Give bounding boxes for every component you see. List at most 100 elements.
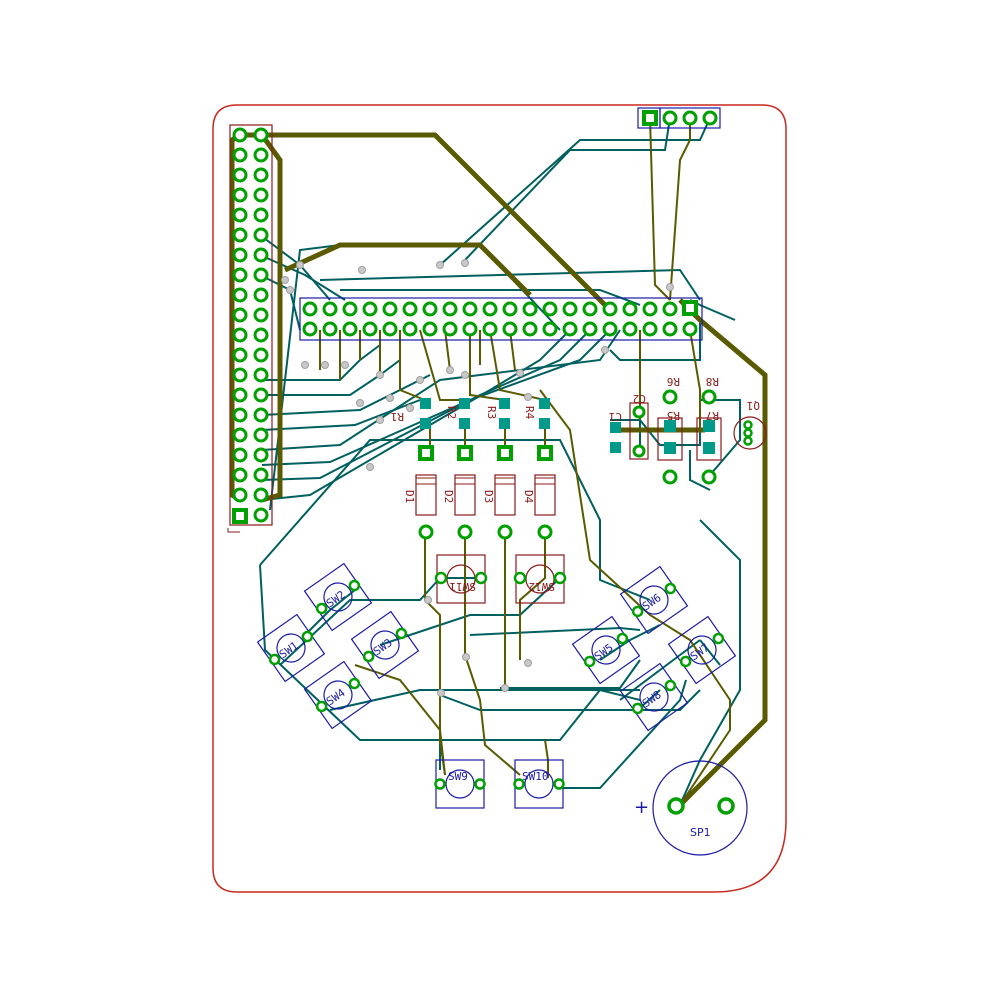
header-pin <box>232 327 248 343</box>
resistor-r3: R3 <box>485 398 510 429</box>
header-pin <box>253 307 269 323</box>
header-pin <box>232 167 248 183</box>
label-sw12: SW12 <box>529 580 556 593</box>
header-pin <box>253 247 269 263</box>
label-d3: D3 <box>482 490 495 503</box>
header-j3 <box>637 107 721 129</box>
label-sw11: SW11 <box>450 580 477 593</box>
switch-sw9: SW9 <box>434 759 486 809</box>
header-pin <box>322 321 338 337</box>
header-pin <box>232 387 248 403</box>
header-pin <box>642 301 658 317</box>
header-pin <box>662 321 678 337</box>
header-pin <box>402 321 418 337</box>
header-pin <box>232 467 248 483</box>
header-pin <box>482 321 498 337</box>
label-sw10: SW10 <box>522 770 549 783</box>
label-r7: R7 <box>706 409 719 422</box>
resistor-r5: R5 <box>657 409 683 461</box>
label-c2: C2 <box>633 392 646 405</box>
header-j2 <box>299 297 703 341</box>
header-pin <box>302 321 318 337</box>
header-pin <box>482 301 498 317</box>
switch-sw12: SW12 <box>513 554 567 604</box>
label-d2: D2 <box>442 490 455 503</box>
capacitor-c1: C1 <box>609 410 622 453</box>
header-pin <box>642 321 658 337</box>
header-pin <box>342 321 358 337</box>
header-pin <box>662 301 678 317</box>
header-pin <box>382 321 398 337</box>
header-pin <box>502 321 518 337</box>
label-r6: R6 <box>667 375 680 388</box>
label-sp1: SP1 <box>690 826 711 839</box>
label-r5: R5 <box>667 409 680 422</box>
resistor-r7: R7 <box>696 409 722 461</box>
board-edge-outline <box>212 104 787 893</box>
resistor-r4: R4 <box>523 398 550 429</box>
capacitor-c2: C2 <box>629 392 649 460</box>
header-pin <box>253 347 269 363</box>
resistor-r1: R1 <box>391 398 431 429</box>
header-pin <box>462 321 478 337</box>
header-pin <box>562 321 578 337</box>
header-pin <box>562 301 578 317</box>
header-pin <box>253 447 269 463</box>
header-pin <box>502 301 518 317</box>
header-pin <box>232 247 248 263</box>
header-pin <box>232 147 248 163</box>
header-pin <box>442 321 458 337</box>
vias <box>281 259 674 697</box>
diode-d4: D4 <box>522 445 556 540</box>
header-j1 <box>227 124 273 533</box>
header-pin <box>522 301 538 317</box>
header-pin <box>542 301 558 317</box>
header-pin <box>232 447 248 463</box>
header-pin <box>253 327 269 343</box>
resistor-r6: R6 <box>662 375 680 485</box>
header-pin <box>422 301 438 317</box>
label-q1: Q1 <box>747 399 760 412</box>
header-pin <box>462 301 478 317</box>
header-pin <box>522 321 538 337</box>
diode-d2: D2 <box>442 445 476 540</box>
switch-sw7: SW7 <box>667 615 737 685</box>
header-pin <box>253 487 269 503</box>
header-pin <box>232 267 248 283</box>
diode-d1: D1 <box>403 445 437 540</box>
label-sw9: SW9 <box>448 770 468 783</box>
header-pin <box>232 407 248 423</box>
label-r2: R2 <box>445 406 458 419</box>
speaker-sp1: SP1 + <box>634 760 748 856</box>
label-r1: R1 <box>391 410 404 423</box>
header-pin <box>232 487 248 503</box>
switch-sw11: SW11 <box>434 554 488 604</box>
switch-sw6: SW6 <box>619 565 689 635</box>
header-pin <box>253 267 269 283</box>
header-pin <box>682 321 698 337</box>
resistor-r2: R2 <box>445 398 470 429</box>
label-c1: C1 <box>609 410 622 423</box>
header-pin <box>253 147 269 163</box>
label-r8: R8 <box>706 375 719 388</box>
header-pin <box>582 321 598 337</box>
header-pin <box>302 301 318 317</box>
header-pin <box>232 427 248 443</box>
header-pin <box>253 387 269 403</box>
transistor-q1: Q1 <box>733 399 767 450</box>
header-pin <box>422 321 438 337</box>
label-r4: R4 <box>523 406 536 420</box>
header-pin <box>232 287 248 303</box>
header-pin <box>362 321 378 337</box>
switch-sw10: SW10 <box>513 759 565 809</box>
header-pin <box>342 301 358 317</box>
header-pin <box>253 467 269 483</box>
header-pin <box>253 127 269 143</box>
header-pin <box>232 187 248 203</box>
header-pin <box>362 301 378 317</box>
header-pin <box>253 227 269 243</box>
header-pin <box>232 347 248 363</box>
header-pin <box>253 367 269 383</box>
header-pin <box>253 187 269 203</box>
